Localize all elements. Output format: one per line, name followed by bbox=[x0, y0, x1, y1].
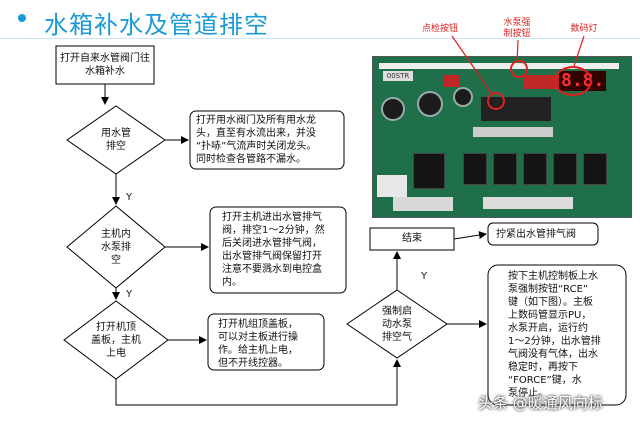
edge-label-y2: Y bbox=[126, 289, 133, 300]
check-button-marker bbox=[510, 60, 528, 78]
note-box-2 bbox=[209, 206, 347, 294]
note-box-4 bbox=[487, 222, 599, 246]
board-tag: 00STR bbox=[383, 71, 413, 81]
edge-label-y3: Y bbox=[421, 271, 428, 282]
title-divider bbox=[0, 38, 640, 39]
note-box-5 bbox=[487, 264, 627, 406]
watermark: 头条 @暖通风向标 bbox=[478, 394, 603, 412]
photo-label-led: 数码灯 bbox=[570, 24, 598, 34]
bullet-icon bbox=[18, 14, 26, 22]
note-5-text: 按下主机控制板上水 泵强制按钮“RCE” 键（如下图）。主板 上数码管显示PU，… bbox=[508, 271, 601, 399]
decision-pump-drain-text: 主机内 水泵排 空 bbox=[101, 229, 131, 266]
note-box-1 bbox=[189, 110, 345, 170]
note-3-text: 打开机组顶盖板， 可以对主板进行操 作。给主机上电， 但不开线控器。 bbox=[218, 319, 298, 369]
note-1-text: 打开用水阀门及所有用水龙 头，直至有水流出来，并没 “扑哧”气流声时关闭龙头。 … bbox=[196, 115, 317, 165]
edge-label-y1: Y bbox=[126, 192, 133, 203]
pump-button-marker bbox=[487, 92, 505, 110]
note-4-text: 拧紧出水管排气阀 bbox=[496, 229, 576, 240]
decision-force-pump-text: 强制启 动水泵 排空气 bbox=[382, 306, 412, 343]
start-text: 打开自来水管阀门往 水箱补水 bbox=[60, 53, 150, 77]
title-bar: 水箱补水及管道排空 bbox=[0, 0, 640, 40]
note-box-3 bbox=[207, 313, 325, 371]
note-2-text: 打开主机进出水管排气 阀，排空1～2分钟，然 后关闭进水管排气阀， 出水管排气阀… bbox=[222, 212, 325, 288]
end-text: 结束 bbox=[402, 233, 422, 244]
start-box bbox=[55, 45, 155, 85]
decision-drain-pipe-text: 用水管 排空 bbox=[101, 128, 131, 152]
decision-force-pump bbox=[346, 289, 448, 359]
decision-open-cover-text: 打开机顶 盖板，主机 上电 bbox=[91, 322, 141, 359]
page-title: 水箱补水及管道排空 bbox=[44, 11, 269, 39]
photo-label-pump: 水泵强 制按钮 bbox=[503, 18, 531, 39]
photo-label-button: 点检按钮 bbox=[421, 24, 458, 34]
led-marker bbox=[554, 66, 592, 96]
